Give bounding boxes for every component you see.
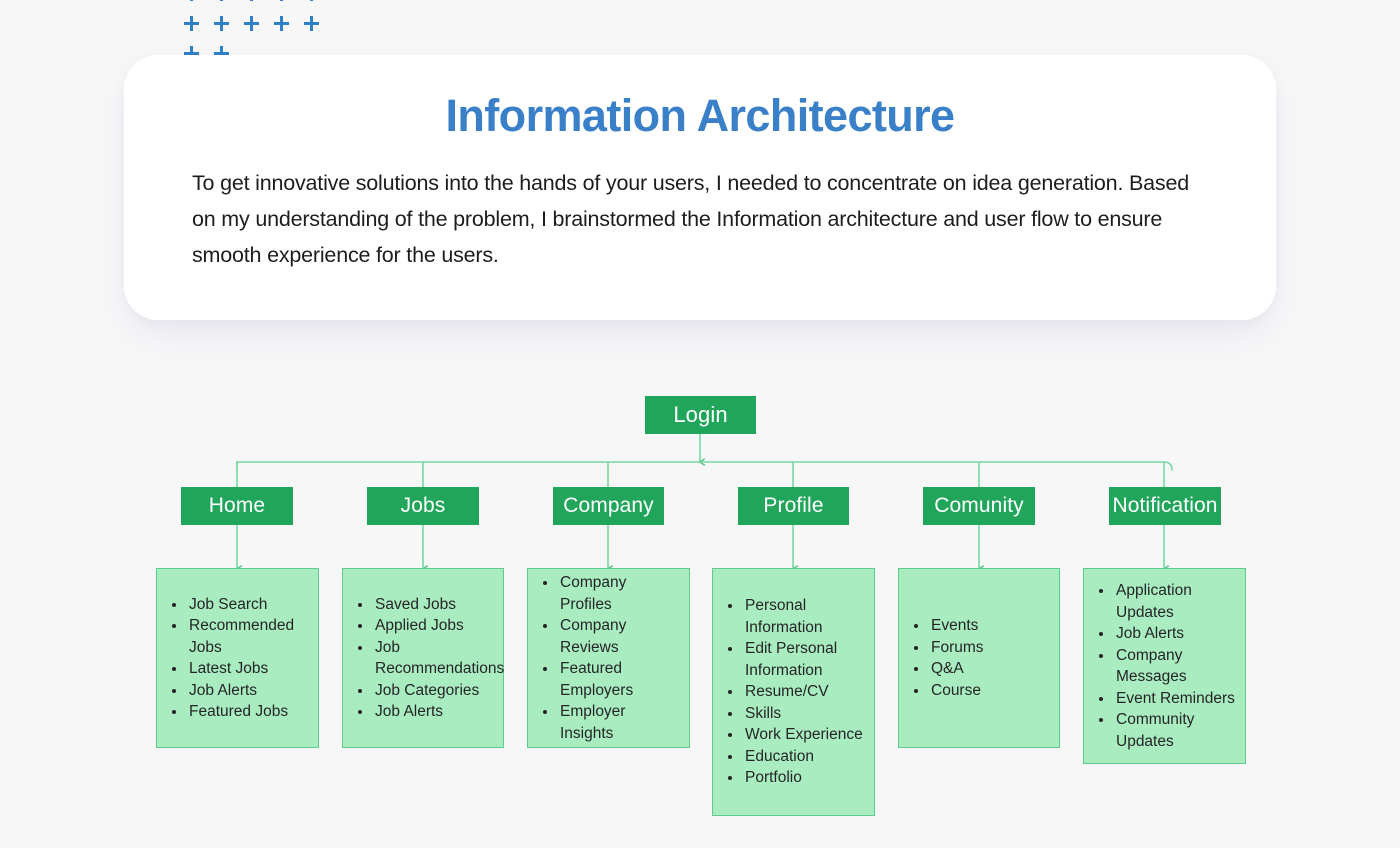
plus-icon	[184, 16, 199, 31]
information-architecture-diagram: Login Home Jobs Company Profile Comunity…	[0, 330, 1400, 848]
leaf-list-comunity: EventsForumsQ&ACourse	[899, 615, 1059, 701]
leafbox-notification: Application UpdatesJob AlertsCompany Mes…	[1083, 568, 1246, 764]
leaf-list-item: Personal Information	[743, 595, 864, 638]
plus-icon	[184, 46, 199, 61]
leaf-list-item: Resume/CV	[743, 681, 864, 703]
page-title: Information Architecture	[445, 90, 956, 141]
leaf-list-item: Employer Insights	[558, 701, 679, 744]
plus-icon	[244, 16, 259, 31]
plus-icon	[244, 0, 259, 1]
leafbox-home: Job SearchRecommended JobsLatest JobsJob…	[156, 568, 319, 748]
leaf-list-item: Q&A	[929, 658, 1049, 680]
leaf-list-profile: Personal InformationEdit Personal Inform…	[713, 595, 874, 789]
leaf-list-item: Job Alerts	[187, 680, 308, 702]
node-login[interactable]: Login	[645, 396, 756, 434]
leafbox-jobs: Saved JobsApplied JobsJob Recommendation…	[342, 568, 504, 748]
plus-icon	[304, 0, 319, 1]
leaf-list-item: Company Reviews	[558, 615, 679, 658]
node-jobs[interactable]: Jobs	[367, 487, 479, 525]
leafbox-comunity: EventsForumsQ&ACourse	[898, 568, 1060, 748]
node-notification-label: Notification	[1112, 494, 1218, 517]
leaf-list-item: Featured Jobs	[187, 701, 308, 723]
leaf-list-item: Job Recommendations	[373, 637, 504, 680]
leaf-list-item: Application Updates	[1114, 580, 1235, 623]
leaf-list-item: Featured Employers	[558, 658, 679, 701]
hero-card: Information Architecture To get innovati…	[124, 55, 1276, 320]
leaf-list-item: Recommended Jobs	[187, 615, 308, 658]
plus-icon	[274, 16, 289, 31]
plus-icon	[184, 0, 199, 1]
plus-pattern-decoration	[184, 0, 324, 61]
leaf-list-item: Job Alerts	[373, 701, 493, 723]
plus-icon	[304, 16, 319, 31]
node-company-label: Company	[563, 494, 654, 517]
leaf-list-item: Company Profiles	[558, 572, 679, 615]
node-profile[interactable]: Profile	[738, 487, 849, 525]
node-company[interactable]: Company	[553, 487, 664, 525]
node-comunity[interactable]: Comunity	[923, 487, 1035, 525]
hero-paragraph: To get innovative solutions into the han…	[192, 170, 1189, 267]
leaf-list-item: Community Updates	[1114, 709, 1235, 752]
leaf-list-item: Job Search	[187, 594, 308, 616]
node-profile-label: Profile	[763, 494, 824, 517]
node-home[interactable]: Home	[181, 487, 293, 525]
leaf-list-notification: Application UpdatesJob AlertsCompany Mes…	[1084, 580, 1245, 752]
plus-icon	[214, 16, 229, 31]
leaf-list-home: Job SearchRecommended JobsLatest JobsJob…	[157, 594, 318, 723]
leaf-list-item: Latest Jobs	[187, 658, 308, 680]
node-login-label: Login	[673, 402, 728, 427]
leaf-list-jobs: Saved JobsApplied JobsJob Recommendation…	[343, 594, 504, 723]
plus-icon	[214, 0, 229, 1]
node-jobs-label: Jobs	[400, 494, 446, 517]
node-home-label: Home	[208, 494, 266, 517]
plus-icon	[214, 46, 229, 61]
leaf-list-item: Edit Personal Information	[743, 638, 864, 681]
leaf-list-item: Job Alerts	[1114, 623, 1235, 645]
node-notification[interactable]: Notification	[1109, 487, 1221, 525]
leaf-list-item: Work Experience	[743, 724, 864, 746]
leaf-list-item: Skills	[743, 703, 864, 725]
leafbox-profile: Personal InformationEdit Personal Inform…	[712, 568, 875, 816]
leaf-list-item: Saved Jobs	[373, 594, 493, 616]
leaf-list-item: Company Messages	[1114, 645, 1235, 688]
leaf-list-item: Applied Jobs	[373, 615, 493, 637]
leaf-list-item: Events	[929, 615, 1049, 637]
leaf-list-item: Portfolio	[743, 767, 864, 789]
leaf-list-item: Course	[929, 680, 1049, 702]
leaf-list-item: Forums	[929, 637, 1049, 659]
leafbox-company: Company ProfilesCompany ReviewsFeatured …	[527, 568, 690, 748]
leaf-list-item: Job Categories	[373, 680, 493, 702]
plus-icon	[274, 0, 289, 1]
leaf-list-item: Event Reminders	[1114, 688, 1235, 710]
node-comunity-label: Comunity	[934, 494, 1024, 517]
leaf-list-item: Education	[743, 746, 864, 768]
leaf-list-company: Company ProfilesCompany ReviewsFeatured …	[528, 572, 689, 744]
